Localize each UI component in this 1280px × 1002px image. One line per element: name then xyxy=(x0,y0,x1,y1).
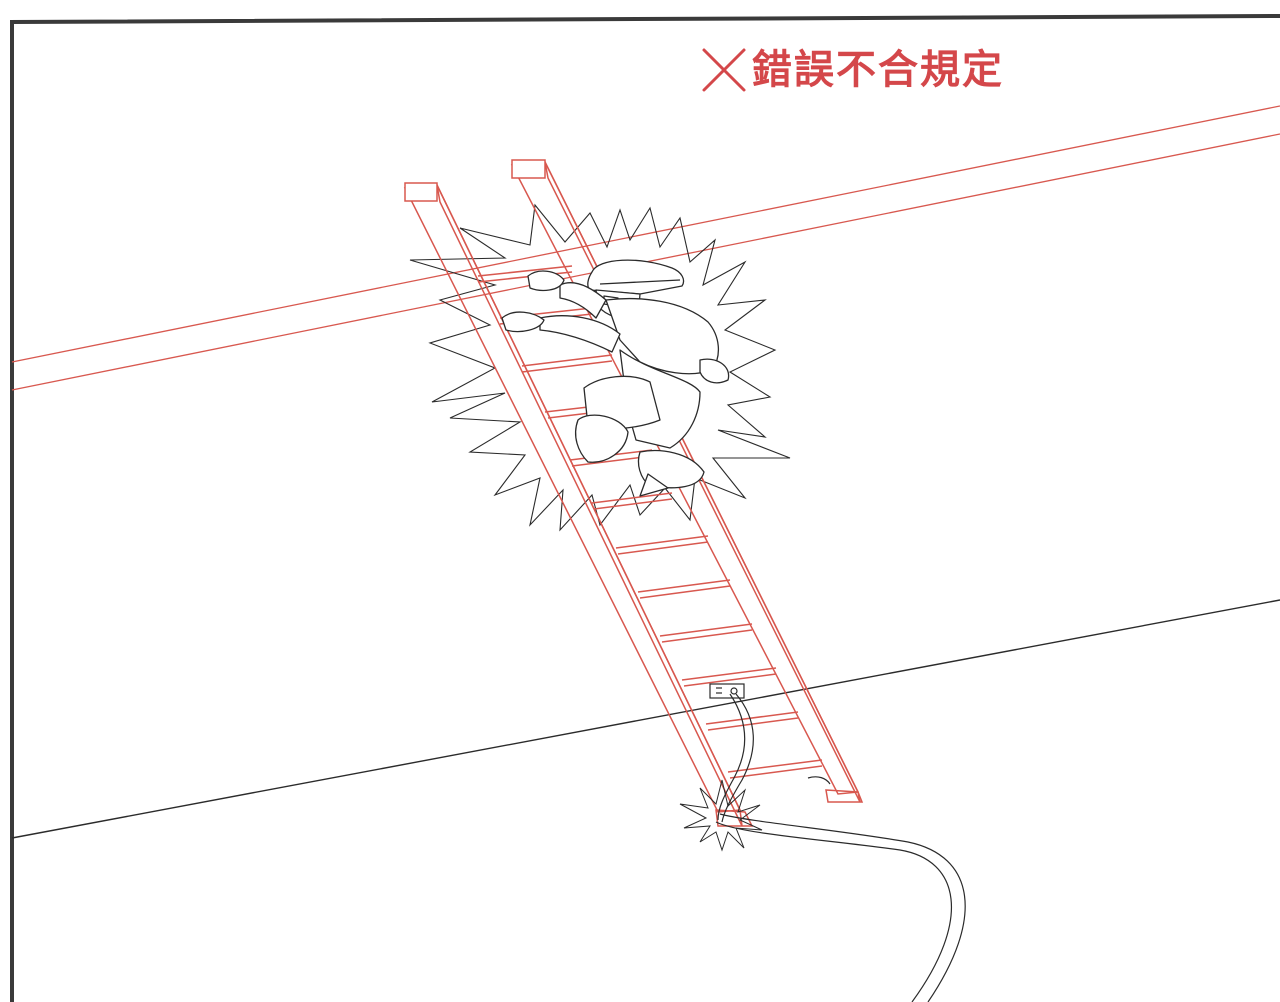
wall-outlet xyxy=(709,683,745,699)
cross-icon xyxy=(702,48,746,92)
warning-text: 錯誤不合規定 xyxy=(752,46,1004,93)
floor-line xyxy=(11,599,1280,839)
ground-spark-burst xyxy=(679,779,763,852)
cross-icon-stroke-2 xyxy=(702,48,746,92)
extension-cord xyxy=(715,693,966,1002)
electric-shock-burst xyxy=(409,203,791,532)
frame-border xyxy=(10,14,1280,1002)
worker-figure xyxy=(501,259,730,497)
warning-label: 錯誤不合規定 xyxy=(700,40,1004,100)
